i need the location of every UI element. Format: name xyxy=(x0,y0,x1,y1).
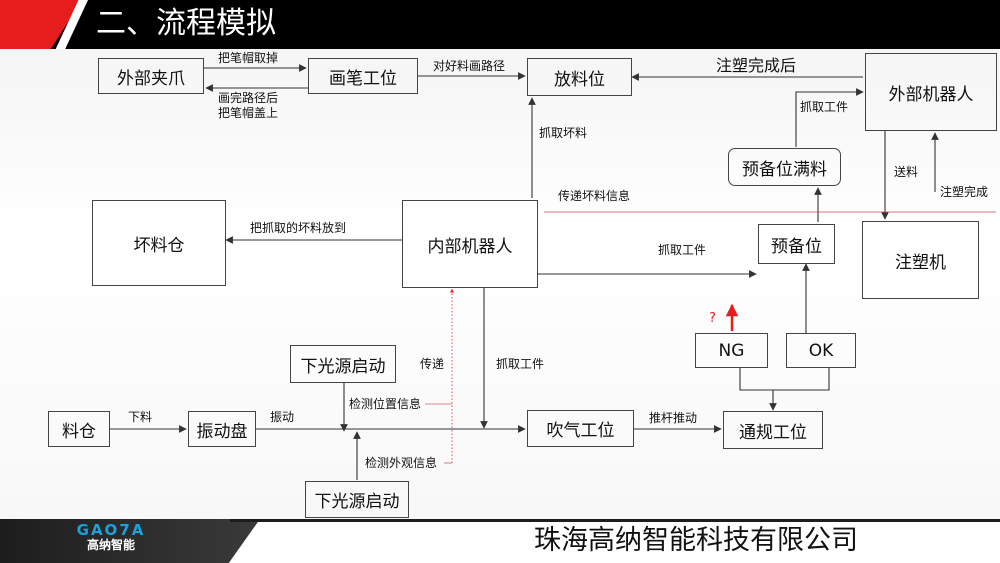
box-reserve-position: 预备位 xyxy=(758,224,835,264)
company-name: 珠海高纳智能科技有限公司 xyxy=(534,525,858,556)
logo-text: 高纳智能 xyxy=(86,538,135,552)
footer-divider xyxy=(230,519,1000,522)
label-draw-path: 对好料画路径 xyxy=(433,59,506,73)
header-bar xyxy=(0,0,1000,49)
company-logo: GAO7A 高纳智能 xyxy=(66,522,156,553)
label-grab-workpiece-top: 抓取工件 xyxy=(800,100,849,114)
label-after-injection: 注塑完成后 xyxy=(716,56,797,75)
box-discharge-position: 放料位 xyxy=(527,58,632,96)
label-vibration: 振动 xyxy=(270,410,295,424)
label-detect-appearance: 检测外观信息 xyxy=(365,456,438,470)
label-after-path-line2: 把笔帽盖上 xyxy=(218,106,279,120)
label-unload: 下料 xyxy=(128,410,153,424)
box-silo: 料仓 xyxy=(48,411,110,447)
box-lower-light-top: 下光源启动 xyxy=(290,345,396,383)
logo-mark: GAO7A xyxy=(76,521,146,539)
label-put-reject: 把抓取的坏料放到 xyxy=(250,221,347,235)
label-grab-workpiece-mid: 抓取工件 xyxy=(658,243,707,257)
box-internal-robot: 内部机器人 xyxy=(402,200,538,288)
box-outer-gripper: 外部夹爪 xyxy=(98,58,204,94)
label-feed: 送料 xyxy=(894,165,919,179)
page-title: 二、流程模拟 xyxy=(96,6,276,41)
label-after-path-line1: 画完路径后 xyxy=(218,91,279,105)
label-transmit: 传递 xyxy=(420,357,445,371)
label-remove-cap: 把笔帽取掉 xyxy=(218,51,279,65)
box-ng: NG xyxy=(695,333,768,368)
arrow-reserve-full-to-external xyxy=(795,88,864,147)
label-grab-workpiece-low: 抓取工件 xyxy=(496,357,545,371)
box-reserve-full: 预备位满料 xyxy=(728,148,841,186)
box-vibration-plate: 振动盘 xyxy=(188,411,256,447)
box-lower-light-bottom: 下光源启动 xyxy=(305,481,409,518)
diagram-canvas xyxy=(0,49,1000,519)
connector-ng-ok-merge xyxy=(739,368,830,391)
label-push-rod: 推杆推动 xyxy=(649,411,698,425)
box-gauge-station: 通规工位 xyxy=(723,411,823,449)
box-reject-bin: 坏料仓 xyxy=(92,200,226,286)
box-external-robot: 外部机器人 xyxy=(865,53,997,131)
box-injection-machine: 注塑机 xyxy=(862,221,979,299)
box-pen-station: 画笔工位 xyxy=(308,58,418,94)
label-pass-reject-info: 传递坏料信息 xyxy=(558,189,631,203)
label-grab-reject: 抓取坏料 xyxy=(539,126,588,140)
label-injection-done: 注塑完成 xyxy=(940,185,989,199)
footer-dark-panel xyxy=(0,519,260,563)
label-detect-position: 检测位置信息 xyxy=(349,397,422,411)
box-ok: OK xyxy=(786,333,856,368)
label-question: ? xyxy=(709,311,716,326)
box-blow-station: 吹气工位 xyxy=(527,410,634,447)
